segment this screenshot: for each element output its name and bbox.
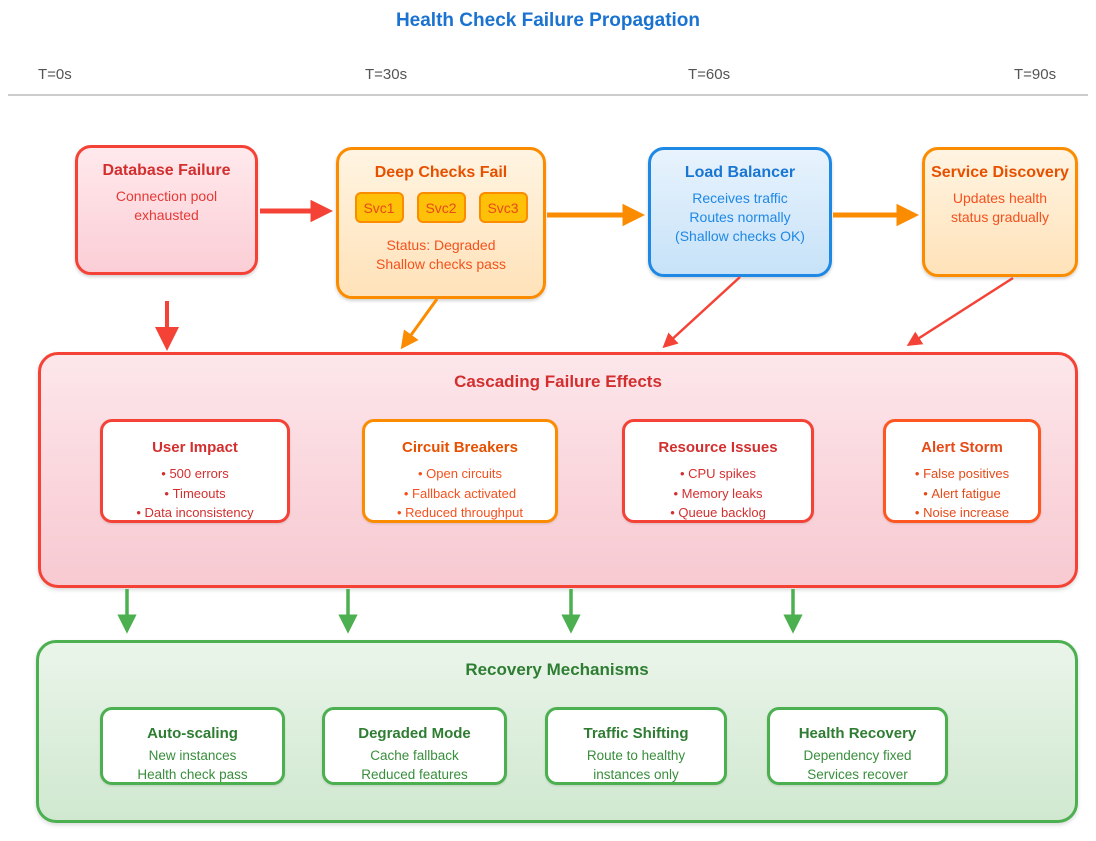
card-text: New instances: [148, 748, 237, 763]
card-text: Cache fallback: [370, 748, 459, 763]
card-item: 500 errors: [103, 464, 287, 484]
card-text: Dependency fixed: [803, 748, 912, 763]
card-title: Alert Storm: [921, 439, 1003, 456]
card-title: Auto-scaling: [147, 725, 238, 742]
card-text: Reduced features: [361, 767, 468, 782]
card-auto-scaling: Auto-scaling New instances Health check …: [100, 707, 285, 785]
arrow-deepchecks-to-cascading: [400, 298, 439, 350]
node-title: Load Balancer: [684, 164, 796, 181]
card-degraded-mode: Degraded Mode Cache fallback Reduced fea…: [322, 707, 507, 785]
node-database-failure: Database Failure Connection pool exhaust…: [75, 145, 258, 275]
card-item: CPU spikes: [625, 464, 811, 484]
timeline-label-t30: T=30s: [365, 66, 408, 83]
card-item: Alert fatigue: [886, 484, 1038, 504]
timeline-axis: [8, 94, 1088, 96]
card-item: Noise increase: [886, 503, 1038, 523]
node-deep-checks-fail: Deep Checks Fail Svc1 Svc2 Svc3 Status: …: [336, 147, 546, 299]
card-item: Queue backlog: [625, 503, 811, 523]
card-text: Health check pass: [137, 767, 248, 782]
node-title: Database Failure: [102, 162, 231, 179]
node-load-balancer: Load Balancer Receives traffic Routes no…: [648, 147, 832, 277]
timeline-label-t60: T=60s: [688, 66, 731, 83]
node-text: Receives traffic: [692, 190, 788, 206]
card-text: Route to healthy: [586, 748, 686, 763]
card-title: Health Recovery: [798, 725, 917, 742]
card-item: Open circuits: [365, 464, 555, 484]
card-item: Timeouts: [103, 484, 287, 504]
node-text: Shallow checks pass: [376, 256, 506, 272]
node-title: Deep Checks Fail: [374, 164, 508, 181]
card-resource-issues: Resource Issues CPU spikes Memory leaks …: [622, 419, 814, 523]
card-circuit-breakers: Circuit Breakers Open circuits Fallback …: [362, 419, 558, 523]
node-text: Status: Degraded: [386, 237, 496, 253]
timeline-label-t0: T=0s: [38, 66, 72, 83]
node-text: Connection pool: [115, 188, 218, 204]
node-text: Updates health: [952, 190, 1048, 206]
service-chip-svc1: Svc1: [354, 192, 404, 223]
card-item: Fallback activated: [365, 484, 555, 504]
card-text: instances only: [593, 767, 679, 782]
card-text: Services recover: [807, 767, 908, 782]
timeline-label-t90: T=90s: [1014, 66, 1057, 83]
node-service-discovery: Service Discovery Updates health status …: [922, 147, 1078, 277]
service-chip-svc2: Svc2: [416, 192, 466, 223]
node-title: Service Discovery: [931, 164, 1069, 181]
page-title: Health Check Failure Propagation: [395, 10, 701, 31]
node-text: status gradually: [950, 209, 1050, 225]
section-title: Cascading Failure Effects: [454, 372, 662, 391]
card-title: Traffic Shifting: [583, 725, 689, 742]
arrow-servicediscovery-to-cascading: [906, 276, 1014, 347]
card-item: Data inconsistency: [103, 503, 287, 523]
node-text: Routes normally: [689, 209, 791, 225]
card-item: False positives: [886, 464, 1038, 484]
card-item: Memory leaks: [625, 484, 811, 504]
card-alert-storm: Alert Storm False positives Alert fatigu…: [883, 419, 1041, 523]
service-chip-svc3: Svc3: [478, 192, 528, 223]
card-title: Circuit Breakers: [402, 439, 518, 456]
card-title: Resource Issues: [658, 439, 778, 456]
card-health-recovery: Health Recovery Dependency fixed Service…: [767, 707, 948, 785]
node-text: (Shallow checks OK): [675, 228, 805, 244]
card-title: User Impact: [152, 439, 238, 456]
arrow-loadbalancer-to-cascading: [662, 276, 741, 349]
card-title: Degraded Mode: [358, 725, 471, 742]
node-text: exhausted: [134, 207, 199, 223]
section-title: Recovery Mechanisms: [465, 660, 649, 679]
card-item: Reduced throughput: [365, 503, 555, 523]
card-traffic-shifting: Traffic Shifting Route to healthy instan…: [545, 707, 727, 785]
card-user-impact: User Impact 500 errors Timeouts Data inc…: [100, 419, 290, 523]
service-chip-row: Svc1 Svc2 Svc3: [339, 192, 543, 223]
